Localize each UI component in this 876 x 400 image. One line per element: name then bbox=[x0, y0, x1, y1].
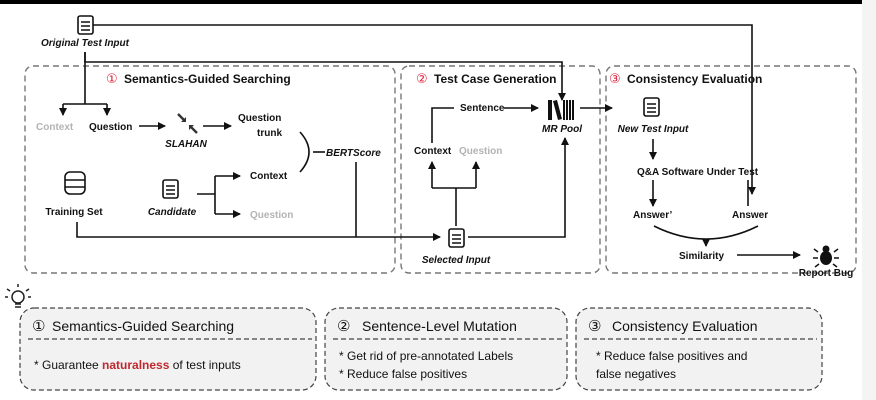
panel-2-title: Sentence-Level Mutation bbox=[362, 318, 517, 334]
bottom-panel-1: ① Semantics-Guided Searching * Guarantee… bbox=[19, 307, 317, 391]
stage-2-frame bbox=[400, 65, 601, 274]
right-margin bbox=[862, 0, 876, 400]
qa-software-node: Q&A Software Under Test bbox=[637, 167, 759, 178]
original-input-label: Original Test Input bbox=[41, 38, 130, 49]
panel-1-number: ① bbox=[32, 318, 45, 335]
panel-1-emph: naturalness bbox=[102, 358, 170, 372]
slahan-node: SLAHAN bbox=[165, 139, 207, 150]
panel-1-line: * Guarantee naturalness of test inputs bbox=[34, 358, 241, 372]
panel-2-line-1: * Get rid of pre-annotated Labels bbox=[339, 349, 513, 363]
books-icon bbox=[548, 100, 574, 120]
panel-1-line-before: * Guarantee bbox=[34, 358, 102, 372]
edge-selected-to-mrpool bbox=[468, 137, 569, 238]
document-icon bbox=[448, 228, 465, 248]
stage-3-number: ③ bbox=[609, 71, 621, 86]
question-trunk-line2: trunk bbox=[257, 128, 282, 139]
stage-2-number: ② bbox=[416, 71, 428, 86]
stage-2-title: Test Case Generation bbox=[434, 72, 556, 86]
stage-1-number: ① bbox=[106, 71, 118, 86]
question3-node: Question bbox=[459, 146, 502, 157]
document-icon bbox=[162, 179, 179, 199]
edge-context-to-sentence bbox=[431, 107, 454, 143]
database-icon bbox=[64, 171, 86, 195]
answer-node: Answer bbox=[732, 210, 768, 221]
bottom-panel-2: ② Sentence-Level Mutation * Get rid of p… bbox=[324, 307, 568, 391]
bottom-panel-3: ③ Consistency Evaluation * Reduce false … bbox=[575, 307, 823, 391]
report-bug-node: Report Bug bbox=[799, 268, 853, 279]
edge-original-to-answer bbox=[93, 24, 756, 195]
sentence-node: Sentence bbox=[460, 103, 505, 114]
similarity-node: Similarity bbox=[679, 251, 724, 262]
training-set-node: Training Set bbox=[45, 207, 103, 218]
similarity-bracket bbox=[653, 225, 759, 240]
panel-3-line-2: false negatives bbox=[596, 367, 676, 381]
new-test-input-node: New Test Input bbox=[618, 124, 689, 135]
question2-node: Question bbox=[250, 210, 293, 221]
lightbulb-icon bbox=[5, 284, 31, 308]
bug-icon bbox=[813, 245, 839, 268]
stage-3-title: Consistency Evaluation bbox=[627, 72, 762, 86]
compress-arrows-icon bbox=[177, 113, 198, 134]
question-node: Question bbox=[89, 122, 132, 133]
panel-1-line-after: of test inputs bbox=[169, 358, 240, 372]
answer-prime-node: Answer’ bbox=[633, 210, 672, 221]
panel-1-title: Semantics-Guided Searching bbox=[52, 318, 234, 334]
document-icon bbox=[643, 97, 660, 117]
context3-node: Context bbox=[414, 146, 452, 157]
stage-3-frame bbox=[605, 65, 857, 274]
panel-2-number: ② bbox=[337, 318, 350, 335]
mr-pool-node: MR Pool bbox=[542, 124, 582, 135]
context-node: Context bbox=[36, 122, 74, 133]
panel-3-title: Consistency Evaluation bbox=[612, 318, 758, 334]
bertscore-node: BERTScore bbox=[326, 148, 381, 159]
candidate-node: Candidate bbox=[148, 207, 197, 218]
stage-1-title: Semantics-Guided Searching bbox=[124, 72, 291, 86]
panel-2-line-2: * Reduce false positives bbox=[339, 367, 467, 381]
panel-3-number: ③ bbox=[588, 318, 601, 335]
selected-input-node: Selected Input bbox=[422, 255, 491, 266]
bertscore-bracket bbox=[299, 131, 310, 173]
panel-3-line-1: * Reduce false positives and bbox=[596, 349, 747, 363]
context2-node: Context bbox=[250, 171, 288, 182]
stage-1-frame bbox=[24, 65, 396, 274]
edge-training-to-selected bbox=[76, 222, 441, 241]
document-icon bbox=[77, 15, 94, 35]
top-border bbox=[0, 0, 876, 4]
question-trunk-line1: Question bbox=[238, 113, 281, 124]
